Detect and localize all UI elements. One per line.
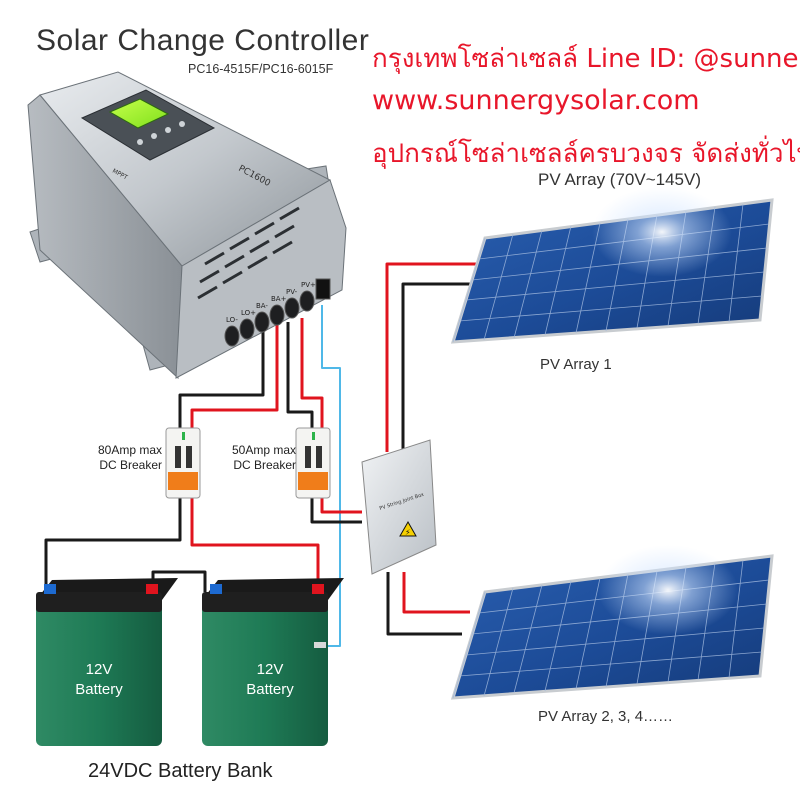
wire-pv1-negative xyxy=(401,282,470,452)
breaker-80a-label: 80Amp max DC Breaker xyxy=(98,443,162,473)
breaker-50a xyxy=(295,427,331,499)
terminal-block xyxy=(224,278,331,347)
battery-bank-label: 24VDC Battery Bank xyxy=(88,760,273,782)
breaker-type: DC Breaker xyxy=(233,458,297,472)
wire-jb-positive xyxy=(320,498,362,514)
terminal-label: PV- xyxy=(286,288,298,296)
wire-battery-negative xyxy=(44,498,182,592)
button-icon xyxy=(165,127,171,133)
wire-ba-negative xyxy=(178,330,265,428)
battery-1-label: 12V Battery xyxy=(49,660,149,700)
battery-type: Battery xyxy=(246,681,294,698)
page-title: Solar Change Controller xyxy=(36,24,370,57)
pv-array-2 xyxy=(450,545,774,700)
breaker-50a-label: 50Amp max DC Breaker xyxy=(232,443,296,473)
wire-temp-sensor xyxy=(321,305,341,647)
sun-glare xyxy=(598,545,738,635)
terminal-label: BA+ xyxy=(271,295,287,303)
temp-sensor xyxy=(314,642,326,648)
battery-2-label: 12V Battery xyxy=(220,660,320,700)
wire-ba-positive xyxy=(190,325,279,428)
battery-type: Battery xyxy=(75,681,123,698)
junction-box: PV String Joint Box ⚡ xyxy=(361,439,437,575)
promo-line-1: กรุงเทพโซล่าเซลล์ Line ID: @sunnergy xyxy=(372,44,800,74)
terminal-label: BA- xyxy=(256,302,268,310)
cooling-vents xyxy=(197,206,300,300)
promo-website: www.sunnergysolar.com xyxy=(372,85,700,116)
pv-array-1-label: PV Array 1 xyxy=(540,356,612,373)
breaker-80a xyxy=(165,427,201,499)
pv-array-1 xyxy=(450,187,774,344)
wire-pv1-positive xyxy=(385,262,478,452)
terminal-labels: LO- LO+ BA- BA+ PV- PV+ xyxy=(226,281,316,324)
wires xyxy=(44,262,478,647)
wire-pv2-positive xyxy=(402,572,470,614)
charge-controller: LO- LO+ BA- BA+ PV- PV+ PC1600 MPPT xyxy=(27,71,347,380)
button-icon xyxy=(137,139,143,145)
battery-1 xyxy=(36,578,178,746)
terminal-label: LO- xyxy=(226,316,238,324)
model-subtitle: PC16-4515F/PC16-6015F xyxy=(188,62,334,76)
wire-battery-positive xyxy=(190,498,320,592)
pv-array-title: PV Array (70V~145V) xyxy=(538,170,702,189)
battery-voltage: 12V xyxy=(85,661,113,678)
svg-text:⚡: ⚡ xyxy=(405,528,411,537)
warning-icon xyxy=(399,520,417,537)
terminal-label: PV+ xyxy=(301,281,316,289)
breaker-rating: 80Amp max xyxy=(98,443,163,457)
display-panel xyxy=(80,89,216,161)
terminal-label: LO+ xyxy=(241,309,256,317)
promo-line-3: อุปกรณ์โซล่าเซลล์ครบวงจร จัดส่งทั่วไทย xyxy=(372,139,800,169)
battery-voltage: 12V xyxy=(256,661,284,678)
sun-glare xyxy=(592,187,732,277)
wire-jb-negative xyxy=(310,498,362,524)
wire-pv-negative xyxy=(286,322,314,428)
breaker-rating: 50Amp max xyxy=(232,443,297,457)
breaker-type: DC Breaker xyxy=(99,458,163,472)
wire-pv2-negative xyxy=(386,572,462,636)
button-icon xyxy=(151,133,157,139)
lcd-screen xyxy=(108,98,170,129)
button-icon xyxy=(179,121,185,127)
pv-array-2-label: PV Array 2, 3, 4…… xyxy=(538,708,674,725)
battery-2 xyxy=(202,578,344,746)
wire-pv-positive xyxy=(300,318,324,428)
